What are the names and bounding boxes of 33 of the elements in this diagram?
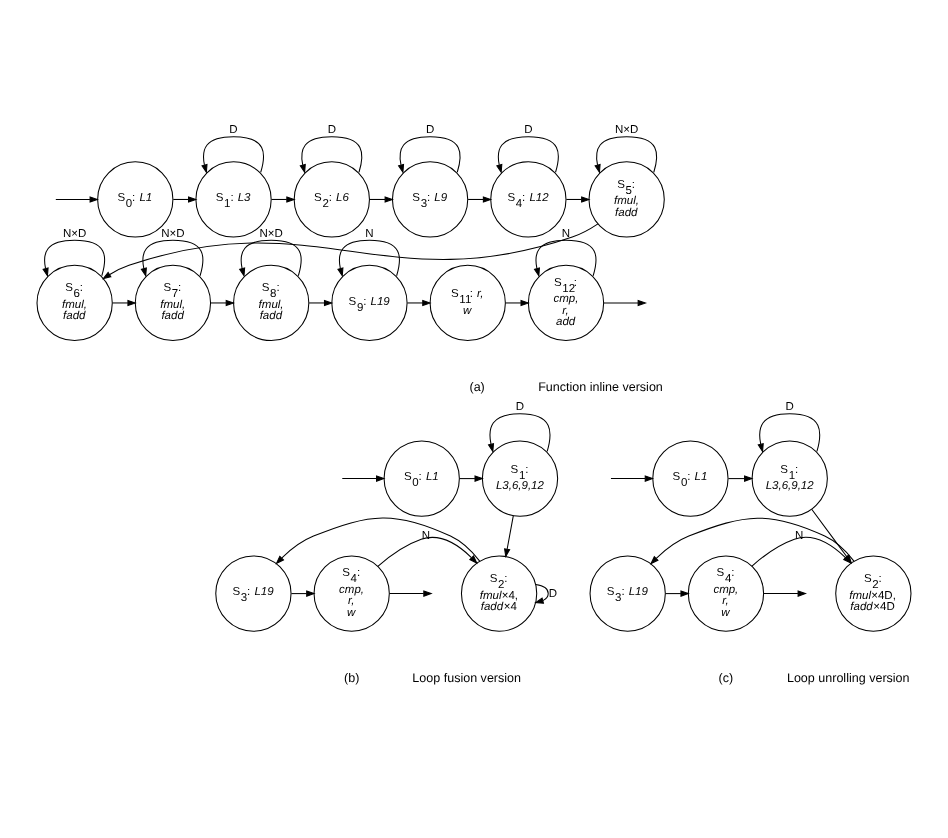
arrow — [55, 196, 99, 203]
arrow — [763, 590, 807, 597]
arrow — [210, 299, 236, 307]
arrow — [727, 475, 754, 482]
arrow — [594, 136, 658, 174]
arrow — [487, 413, 551, 453]
arrow — [172, 196, 198, 203]
arrow — [389, 590, 433, 597]
arrow — [565, 196, 591, 203]
arrow — [533, 239, 597, 278]
arrow — [505, 299, 530, 307]
arrow — [496, 136, 559, 174]
arrow — [406, 299, 432, 307]
arrow — [238, 239, 302, 278]
arrow — [140, 239, 204, 278]
arrow — [337, 239, 400, 278]
arrow — [101, 223, 599, 280]
arrow — [290, 590, 316, 597]
arrow — [397, 136, 461, 174]
arrow — [299, 136, 363, 174]
arrow — [308, 299, 334, 307]
arrow — [275, 517, 481, 565]
arrow — [534, 584, 549, 604]
arrow — [377, 536, 478, 567]
arrow — [341, 475, 386, 482]
arrow — [603, 299, 648, 307]
arrow — [757, 413, 821, 453]
arrow — [503, 515, 514, 559]
arrow — [112, 299, 137, 307]
arrow — [610, 475, 655, 482]
arrow — [42, 239, 106, 278]
arrow — [467, 196, 493, 203]
arrow — [201, 136, 265, 174]
